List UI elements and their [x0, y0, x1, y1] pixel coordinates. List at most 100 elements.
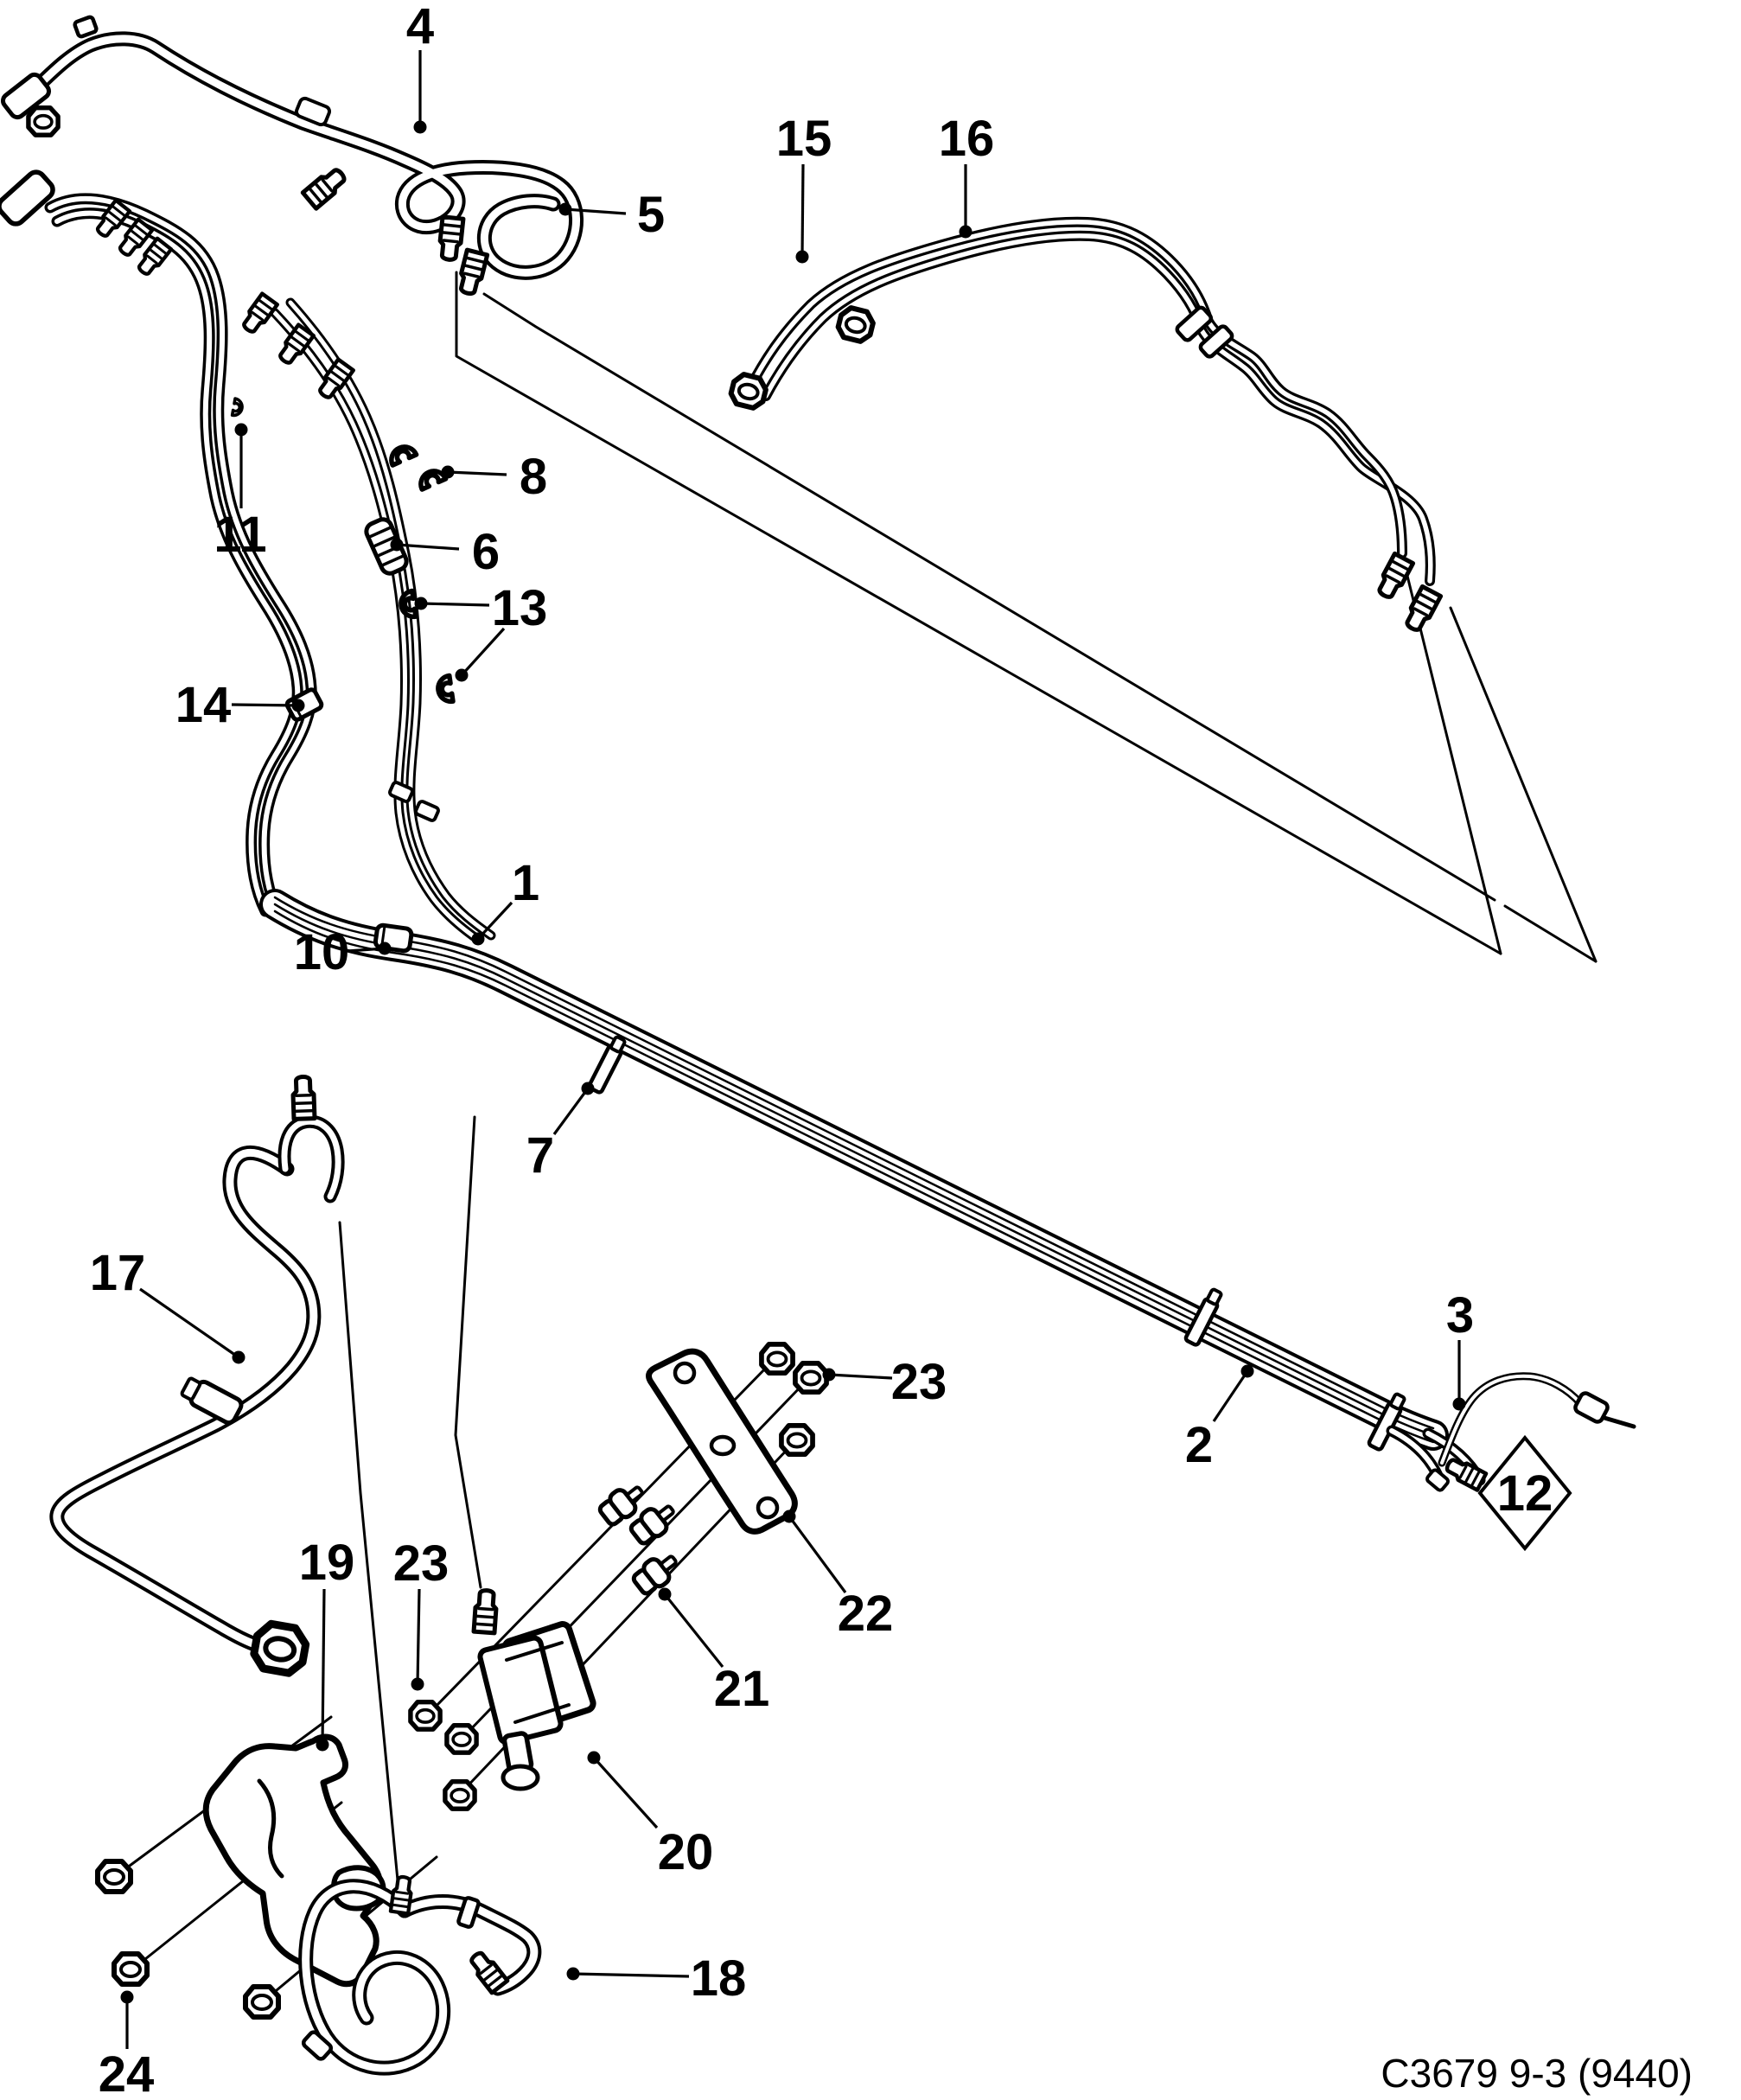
hose4-injector-fitting-icon: [438, 217, 463, 261]
figure-caption: C3679 9-3 (9440): [1381, 2051, 1693, 2096]
callout-19-13: 19: [299, 1535, 355, 1752]
part-number-4[interactable]: 4: [406, 0, 434, 54]
callout-23-14: 23: [393, 1535, 450, 1691]
callout-22-18: 22: [782, 1510, 894, 1642]
callout-21-19: 21: [658, 1587, 770, 1717]
callout-18-21: 18: [566, 1950, 747, 2007]
part-number-8[interactable]: 8: [520, 449, 547, 505]
callout-20-20: 20: [587, 1751, 714, 1880]
part-number-13[interactable]: 13: [492, 580, 548, 636]
callout-8-4: 8: [441, 449, 547, 505]
part-13-clamp-icon: [437, 675, 453, 703]
part-number-12[interactable]: 12: [1497, 1465, 1553, 1522]
part-4-return-hose: [1, 15, 576, 296]
part-15-16-fuel-pipes: [729, 222, 1440, 634]
leader-dot: [1240, 1364, 1254, 1378]
leader-line: [396, 543, 460, 551]
pipe15-union-nut-icon: [836, 306, 875, 343]
pipe-quick-connector-icon: [1375, 553, 1413, 600]
twin-feed-pipes: [240, 294, 491, 939]
leader-line: [564, 207, 627, 215]
pipe15-union-nut-icon: [729, 373, 768, 410]
part-23-nuts-left: [411, 1702, 476, 1810]
part-number-20[interactable]: 20: [658, 1824, 714, 1880]
part-number-5[interactable]: 5: [637, 187, 665, 243]
feed-pipe-connector-icon: [277, 325, 314, 367]
part-number-1[interactable]: 1: [512, 855, 539, 911]
diamond-frame-icon: [1477, 1434, 1572, 1552]
leader-dot: [581, 1082, 595, 1095]
leader-line: [460, 627, 506, 677]
part-8-clamp-icon: [417, 467, 446, 489]
leader-dot: [120, 1990, 134, 2004]
part-number-10[interactable]: 10: [294, 924, 350, 980]
part-number-22[interactable]: 22: [838, 1586, 894, 1642]
leader-dot: [822, 1368, 836, 1382]
leader-line: [788, 1516, 847, 1593]
callout-2-15: 2: [1185, 1364, 1254, 1473]
leader-dot: [658, 1587, 672, 1601]
leader-dot: [316, 1738, 329, 1752]
callout-17-12: 17: [90, 1245, 246, 1364]
callout-4-0: 4: [406, 0, 434, 134]
leader-dot: [413, 120, 427, 134]
callout-16-3: 16: [939, 111, 995, 239]
callout-23-17: 23: [822, 1354, 947, 1410]
hose18-connector-icon: [468, 1950, 507, 1993]
part-number-24[interactable]: 24: [99, 2046, 155, 2100]
part-number-2[interactable]: 2: [1185, 1417, 1213, 1473]
callout-15-2: 15: [776, 111, 832, 264]
leader-dot: [441, 465, 455, 479]
part-21-dampers: [596, 1479, 683, 1598]
diagram-artwork: [0, 15, 1636, 2068]
callout-5-1: 5: [558, 187, 665, 243]
part-22-bracket: [646, 1348, 798, 1535]
left-return-harness: [0, 169, 311, 913]
part-23-nuts-right: [762, 1344, 826, 1454]
leader-dot: [795, 250, 809, 264]
callout-7-11: 7: [526, 1082, 595, 1184]
leader-line: [476, 901, 513, 941]
part-number-23[interactable]: 23: [891, 1354, 947, 1410]
leader-dot: [414, 597, 428, 610]
leader-dot: [455, 668, 469, 682]
main-pipe-bundle: [275, 897, 1486, 1491]
projection-lines: [128, 271, 1598, 1992]
part-number-14[interactable]: 14: [175, 677, 232, 733]
leader-line: [447, 470, 507, 476]
part-number-19[interactable]: 19: [299, 1535, 355, 1591]
leader-dot: [234, 423, 248, 437]
callout-13-7: 13: [414, 580, 548, 682]
part-number-7[interactable]: 7: [526, 1127, 554, 1184]
part-number-21[interactable]: 21: [714, 1661, 770, 1717]
leader-line: [828, 1373, 893, 1380]
callout-10-10: 10: [294, 924, 392, 980]
leader-dot: [566, 1967, 580, 1981]
part-number-18[interactable]: 18: [691, 1950, 747, 2007]
leader-dot: [558, 202, 572, 216]
leader-dot: [291, 699, 305, 712]
callout-1-9: 1: [471, 855, 539, 946]
part-17-feed-hose: [57, 1076, 338, 1675]
part-number-3[interactable]: 3: [1446, 1287, 1474, 1344]
leader-dot: [378, 941, 392, 955]
part-number-17[interactable]: 17: [90, 1245, 146, 1301]
leader-dot: [587, 1751, 601, 1765]
part-number-15[interactable]: 15: [776, 111, 832, 167]
leader-dot: [411, 1677, 424, 1691]
hose17-clamp-icon: [180, 1376, 244, 1426]
callout-24-22: 24: [99, 1990, 155, 2100]
part-number-23[interactable]: 23: [393, 1535, 450, 1592]
callout-14-8: 14: [175, 677, 305, 733]
hose17-union-nut-icon: [252, 1622, 308, 1676]
leader-line: [420, 602, 490, 607]
hose18-connector-icon: [391, 1876, 413, 1914]
part-3-pipe: [1442, 1376, 1636, 1463]
leader-line: [416, 1588, 421, 1685]
part-number-16[interactable]: 16: [939, 111, 995, 167]
part-number-11[interactable]: 11: [214, 507, 266, 563]
part-number-6[interactable]: 6: [472, 524, 500, 580]
hose4-branch-connector-icon: [303, 166, 348, 209]
harness-connector-icon: [94, 201, 130, 239]
